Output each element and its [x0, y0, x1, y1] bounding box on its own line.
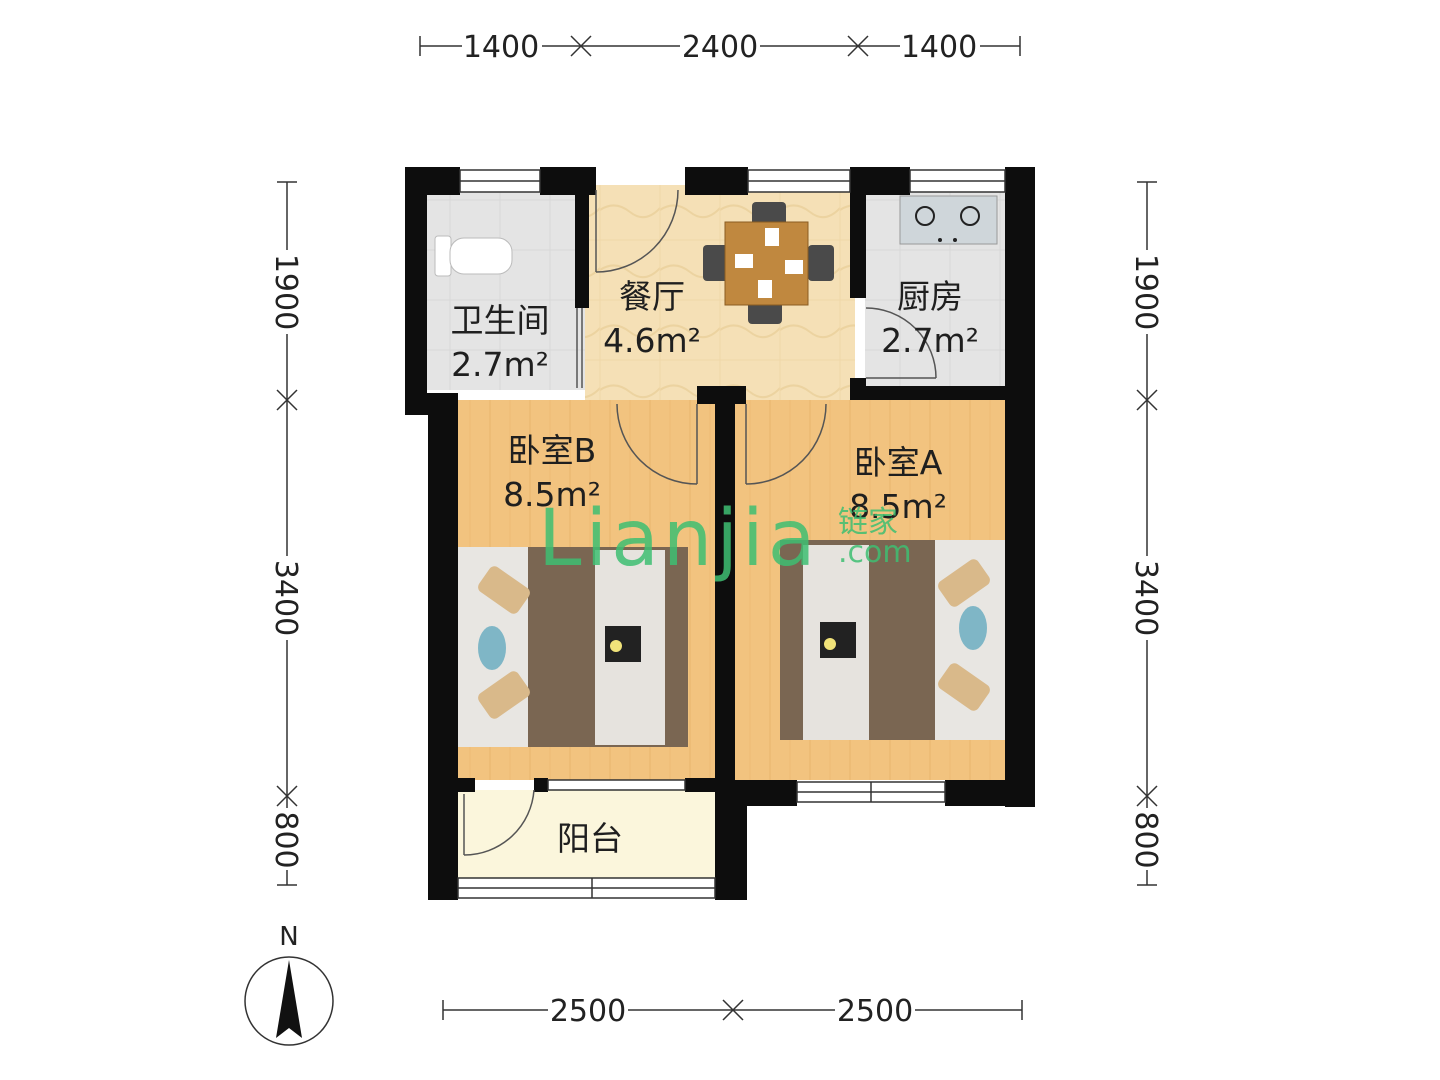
bedroom-b-name: 卧室B: [508, 431, 597, 470]
dimension-bottom: 2500 2500: [442, 992, 1023, 1029]
kitchen-name: 厨房: [897, 277, 963, 316]
bathroom-floor: [425, 190, 585, 390]
balcony-floor: [458, 790, 718, 878]
dining-table-icon: [703, 202, 834, 324]
dim-right-1: 1900: [1128, 254, 1163, 330]
north-compass-icon: N: [244, 922, 334, 1046]
dim-left-1: 1900: [268, 254, 303, 330]
dim-top-3: 1400: [901, 30, 977, 65]
windows: [457, 169, 1006, 899]
stove-icon: [899, 195, 998, 245]
kitchen-area: 2.7m²: [881, 321, 979, 360]
room-labels: 卫生间 2.7m² 餐厅 4.6m² 厨房 2.7m² 卧室B 8.5m² 卧室…: [451, 277, 979, 858]
door-swings: [463, 189, 937, 856]
watermark-text: Lianjia: [538, 494, 820, 584]
toilet-icon: [434, 235, 513, 277]
dim-left-2: 3400: [268, 560, 303, 636]
bedroom-a-area: 8.5m²: [849, 487, 947, 526]
dining-name: 餐厅: [619, 277, 685, 316]
dim-top-1: 1400: [463, 30, 539, 65]
compass-label: N: [279, 922, 298, 952]
watermark-cn: 链家: [838, 505, 898, 540]
bedroom-a-name: 卧室A: [854, 443, 943, 482]
balcony-name: 阳台: [557, 819, 623, 858]
dim-left-3: 800: [268, 811, 303, 868]
bedroom-b-area: 8.5m²: [503, 475, 601, 514]
dim-bottom-1: 2500: [550, 994, 626, 1029]
dim-right-2: 3400: [1128, 560, 1163, 636]
bed-a-icon: [780, 540, 1005, 740]
dimension-left: 1900 3400 800: [268, 181, 306, 886]
walls: [405, 167, 1035, 900]
dim-right-3: 800: [1128, 811, 1163, 868]
dim-top-2: 2400: [682, 30, 758, 65]
bathroom-name: 卫生间: [451, 301, 550, 340]
dining-floor: [585, 185, 855, 400]
dimension-top: 1400 2400 1400: [419, 28, 1021, 65]
lianjia-watermark: Lianjia 链家 .com: [538, 494, 912, 584]
dim-bottom-2: 2500: [837, 994, 913, 1029]
watermark-sub: .com: [838, 535, 912, 570]
bathroom-area: 2.7m²: [451, 345, 549, 384]
dining-area: 4.6m²: [603, 321, 701, 360]
bed-b-icon: [458, 547, 688, 747]
dimension-right: 1900 3400 800: [1128, 181, 1166, 886]
